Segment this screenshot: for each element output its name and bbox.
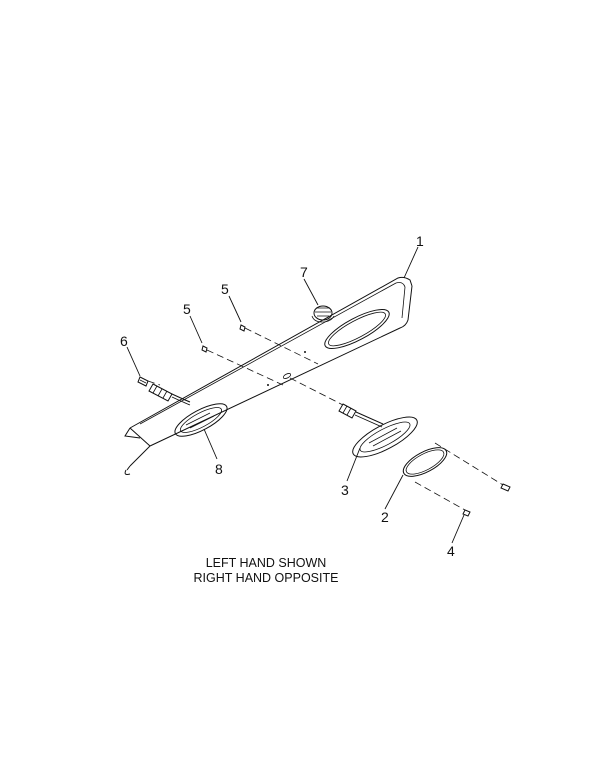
explosion-lines xyxy=(147,327,504,511)
callout-6: 6 xyxy=(120,333,128,349)
screw-upper xyxy=(239,324,246,332)
callout-2: 2 xyxy=(381,509,389,525)
lamp-lens xyxy=(402,447,448,477)
callout-5-upper: 5 xyxy=(221,281,229,297)
callout-7: 7 xyxy=(300,264,308,280)
lens-screw-lower xyxy=(462,509,471,517)
callout-1: 1 xyxy=(416,233,424,249)
bracket-oval-opening xyxy=(324,309,390,349)
callout-3: 3 xyxy=(341,482,349,498)
caption-line-1: LEFT HAND SHOWN xyxy=(206,556,327,570)
callout-8: 8 xyxy=(215,461,223,477)
lamp-assembly-mounted xyxy=(174,403,228,437)
lamp-exploded xyxy=(352,416,418,458)
diagram-caption: LEFT HAND SHOWN RIGHT HAND OPPOSITE xyxy=(194,556,339,585)
callout-5-lower: 5 xyxy=(183,301,191,317)
pigtail-connector-right xyxy=(338,403,384,428)
mounting-bracket xyxy=(124,276,413,475)
grommet xyxy=(311,305,335,323)
screw-lower xyxy=(201,345,208,353)
wire-clip xyxy=(137,376,149,387)
caption-line-2: RIGHT HAND OPPOSITE xyxy=(194,571,339,585)
leader-lines xyxy=(126,246,465,544)
pigtail-connector-left xyxy=(148,383,191,406)
callout-4: 4 xyxy=(447,543,455,559)
bracket-holes xyxy=(267,351,306,386)
callout-labels: 1 7 5 5 6 8 3 2 4 xyxy=(120,233,455,559)
lens-screw-right xyxy=(500,483,511,492)
